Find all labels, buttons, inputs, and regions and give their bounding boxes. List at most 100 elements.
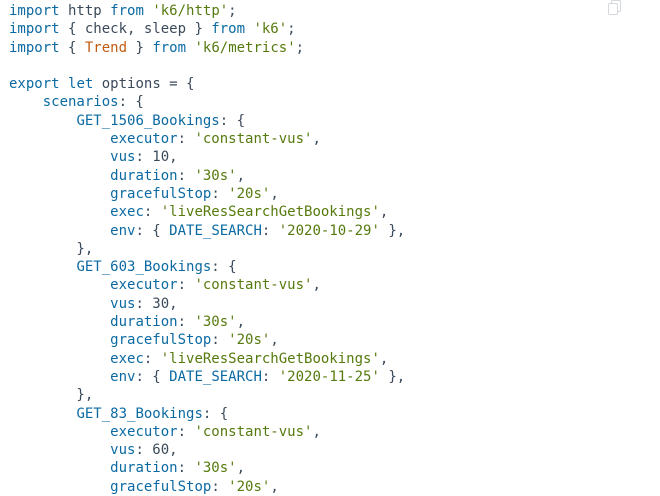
code-line: scenarios: {	[9, 93, 660, 111]
code-token: exec	[110, 204, 144, 221]
code-token: duration	[110, 460, 178, 477]
code-token	[9, 332, 110, 348]
code-token: 'k6/metrics'	[194, 39, 296, 56]
code-token: vus	[110, 442, 136, 459]
code-token: ,	[270, 185, 279, 202]
code-token: : {	[118, 94, 144, 111]
code-token: ,	[312, 131, 321, 148]
code-token: GET_83_Bookings	[76, 405, 203, 422]
code-token: duration	[110, 314, 178, 331]
code-token: :	[177, 277, 195, 294]
code-token: :	[177, 314, 195, 331]
code-token	[9, 259, 76, 275]
code-token: gracefulStop	[110, 478, 212, 495]
code-token: executor	[110, 423, 178, 440]
code-line: import { Trend } from 'k6/metrics';	[9, 39, 660, 57]
code-line: vus: 10,	[9, 148, 660, 166]
code-token: :	[177, 131, 195, 148]
code-token: '2020-10-29'	[278, 222, 380, 239]
code-token: exec	[110, 350, 144, 367]
code-token: 'k6'	[253, 21, 288, 38]
code-token: : 60,	[135, 442, 178, 459]
code-token: { check, sleep }	[59, 21, 212, 38]
code-token	[9, 351, 110, 367]
code-token: 'k6/http'	[152, 3, 229, 19]
code-token: let	[68, 76, 94, 93]
code-token	[9, 94, 43, 110]
code-token: ,	[236, 167, 246, 184]
code-line: import http from 'k6/http';	[9, 2, 660, 20]
code-token: ,	[379, 204, 389, 221]
code-token: from	[152, 39, 187, 56]
code-line: duration: '30s',	[9, 167, 660, 185]
code-line: duration: '30s',	[9, 459, 660, 477]
code-token: executor	[110, 131, 178, 148]
code-token	[9, 424, 110, 440]
code-token	[9, 296, 110, 312]
code-token	[9, 131, 110, 147]
code-token: DATE_SEARCH	[169, 368, 262, 385]
code-token: scenarios	[42, 94, 119, 111]
code-token: : {	[211, 259, 237, 276]
code-token: : 10,	[135, 149, 178, 166]
code-token: 'liveResSearchGetBookings'	[160, 204, 380, 221]
code-token: import	[9, 39, 60, 56]
code-token: 'constant-vus'	[194, 277, 313, 294]
code-token: '20s'	[228, 332, 271, 349]
code-token: gracefulStop	[110, 332, 212, 349]
code-line: vus: 30,	[9, 295, 660, 313]
code-token: :	[177, 423, 195, 440]
code-token	[9, 442, 110, 458]
code-token: :	[261, 222, 279, 239]
code-token: '20s'	[228, 185, 271, 202]
code-token: GET_603_Bookings	[76, 259, 212, 276]
code-line: gracefulStop: '20s',	[9, 185, 660, 203]
code-token: : {	[202, 405, 229, 422]
code-token: ;	[287, 21, 296, 38]
code-token: : 30,	[135, 295, 178, 312]
code-token	[9, 186, 110, 202]
code-token: env	[110, 222, 136, 239]
code-line: vus: 60,	[9, 441, 660, 459]
code-line: gracefulStop: '20s',	[9, 478, 660, 496]
code-line: exec: 'liveResSearchGetBookings',	[9, 203, 660, 221]
code-token	[9, 479, 110, 495]
code-line: export let options = {	[9, 75, 660, 93]
code-token: 'constant-vus'	[194, 423, 313, 440]
code-token: options = {	[93, 76, 195, 93]
code-token: '30s'	[194, 460, 237, 477]
code-token: ,	[312, 277, 321, 294]
code-token: :	[261, 368, 279, 385]
code-token: ;	[295, 39, 305, 56]
code-token	[9, 406, 76, 422]
code-token: 'liveResSearchGetBookings'	[160, 350, 380, 367]
code-token: },	[9, 387, 94, 404]
code-token: : {	[135, 368, 170, 385]
code-token: '30s'	[194, 314, 237, 331]
code-token: :	[211, 478, 229, 495]
code-token: },	[379, 368, 406, 385]
code-line: },	[9, 240, 660, 258]
code-token	[9, 460, 110, 476]
code-token	[9, 277, 110, 293]
code-token	[9, 113, 76, 129]
code-token: ;	[228, 3, 237, 19]
code-token: '30s'	[194, 167, 237, 184]
code-token: import	[9, 21, 60, 38]
code-token: :	[177, 167, 195, 184]
code-line: executor: 'constant-vus',	[9, 130, 660, 148]
code-line: },	[9, 386, 660, 404]
code-token: }	[127, 39, 153, 56]
code-token	[9, 314, 110, 330]
code-token	[9, 204, 110, 220]
code-token: ,	[236, 460, 246, 477]
code-token: ,	[236, 314, 246, 331]
code-line: gracefulStop: '20s',	[9, 331, 660, 349]
code-token: from	[110, 3, 144, 19]
code-line: executor: 'constant-vus',	[9, 276, 660, 294]
copy-button[interactable]	[608, 0, 622, 16]
code-token: {	[59, 39, 85, 56]
code-line: duration: '30s',	[9, 313, 660, 331]
